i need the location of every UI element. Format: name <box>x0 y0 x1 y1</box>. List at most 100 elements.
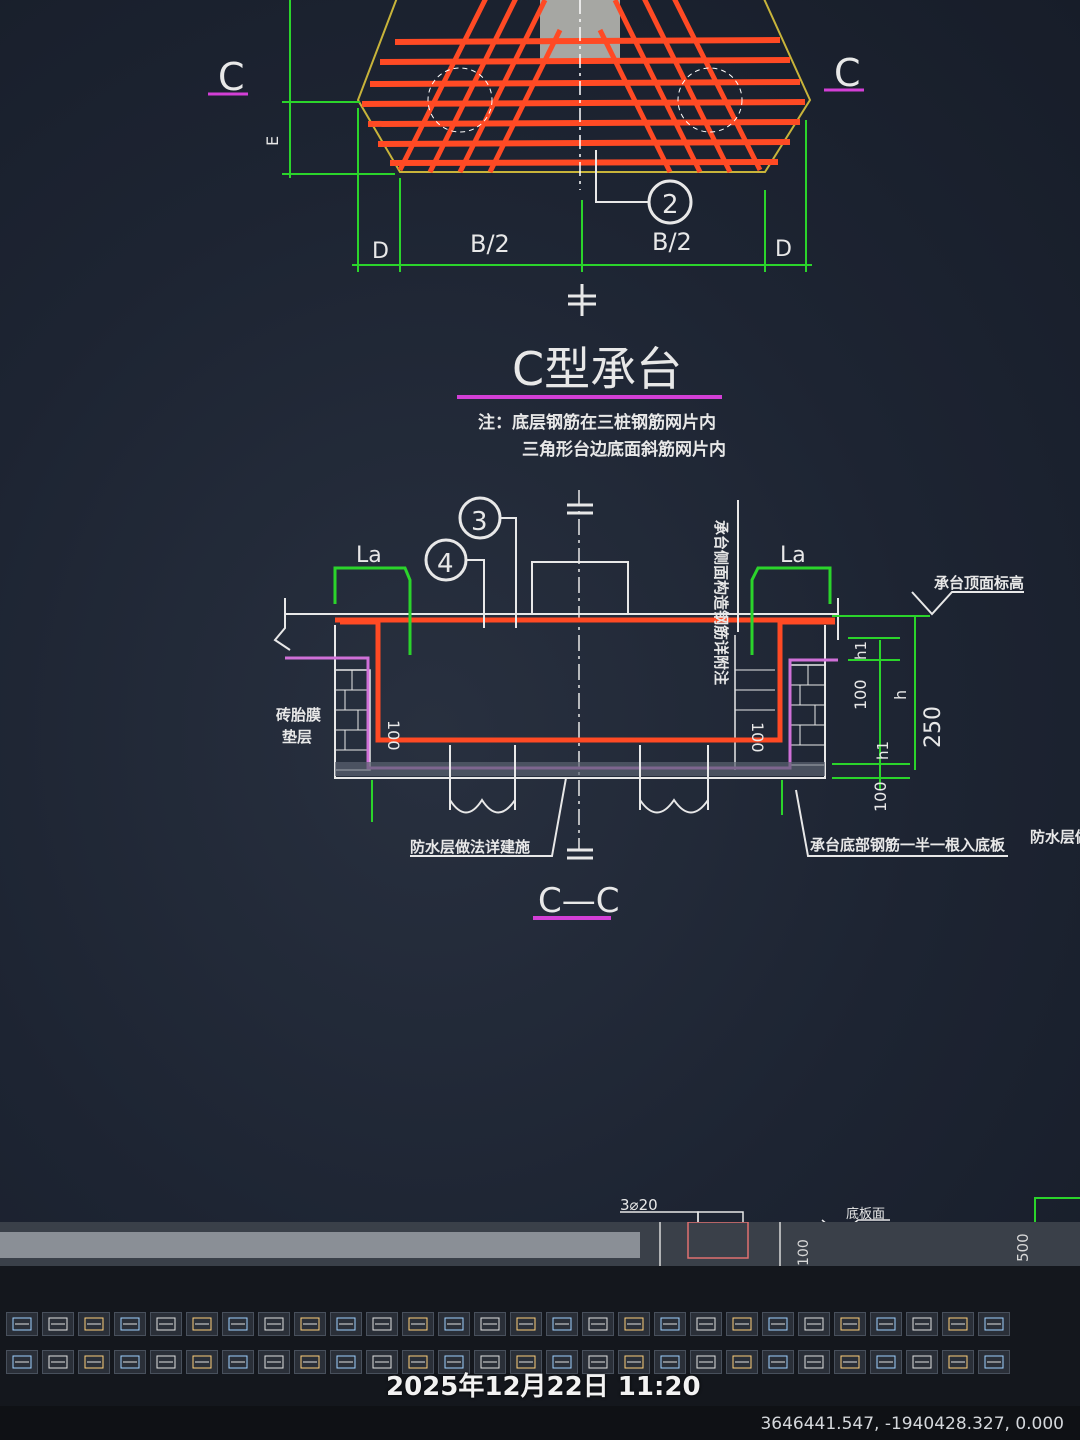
toolbar-x-icon[interactable] <box>114 1350 146 1374</box>
toolbar-copy-icon[interactable] <box>834 1312 866 1336</box>
toolbar-array-icon[interactable] <box>582 1312 614 1336</box>
diagonal-rebars <box>397 0 763 174</box>
toolbar-move-icon[interactable] <box>798 1312 830 1336</box>
note-line-1: 注：底层钢筋在三桩钢筋网片内 <box>478 412 716 433</box>
toolbar-stair-icon[interactable] <box>726 1350 758 1374</box>
toolbar-row-1 <box>6 1312 1010 1336</box>
toolbar-rect-icon[interactable] <box>78 1312 110 1336</box>
toolbar-info-icon[interactable] <box>6 1350 38 1374</box>
toolbar-scale-icon[interactable] <box>510 1312 542 1336</box>
plan-dimensions <box>282 0 812 272</box>
dim-b2-right: B/2 <box>652 228 692 256</box>
left-wall-label-2: 垫层 <box>282 728 312 746</box>
top-elev-label: 承台顶面标高 <box>934 574 1024 592</box>
svg-text:3⌀20: 3⌀20 <box>620 1196 658 1214</box>
toolbar-trim-icon[interactable] <box>870 1312 902 1336</box>
toolbar-layer-icon[interactable] <box>762 1312 794 1336</box>
la-left: La <box>356 543 382 568</box>
toolbar-tbl-icon[interactable] <box>222 1350 254 1374</box>
section-dimensions <box>832 615 930 790</box>
toolbar-dim2-icon[interactable] <box>438 1312 470 1336</box>
toolbar-bnd-icon[interactable] <box>978 1312 1010 1336</box>
vertical-note: 承台侧面构造钢筋详附注 <box>712 520 730 685</box>
toolbar-cap-icon[interactable] <box>690 1350 722 1374</box>
toolbar-calc-icon[interactable] <box>870 1350 902 1374</box>
toolbar-ins-icon[interactable] <box>330 1350 362 1374</box>
dim-d-left: D <box>372 239 389 264</box>
toolbar-dim-icon[interactable] <box>294 1312 326 1336</box>
toolbar-fillet-icon[interactable] <box>942 1312 974 1336</box>
toolbar-sect-icon[interactable] <box>798 1350 830 1374</box>
toolbar-xref-icon[interactable] <box>402 1312 434 1336</box>
dim-250: 250 <box>921 706 946 748</box>
toolbar-beam-icon[interactable] <box>510 1350 542 1374</box>
toolbar-frac-icon[interactable] <box>42 1350 74 1374</box>
toolbar-arc-icon[interactable] <box>150 1312 182 1336</box>
cad-toolbar <box>0 1266 1080 1406</box>
toolbar-wall-icon[interactable] <box>582 1350 614 1374</box>
dim-h1-top: h1 <box>852 641 870 660</box>
toolbar-fx-icon[interactable] <box>150 1350 182 1374</box>
piles <box>449 745 709 814</box>
toolbar-ls-icon[interactable] <box>906 1350 938 1374</box>
dim-100-lower: 100 <box>871 781 890 812</box>
dim-h: h <box>891 690 910 700</box>
toolbar-pile-icon[interactable] <box>618 1350 650 1374</box>
toolbar-elev-icon[interactable] <box>834 1350 866 1374</box>
dim-100-left: 100 <box>384 720 403 751</box>
scrollbar-thumb[interactable] <box>0 1232 640 1258</box>
svg-text:100: 100 <box>796 1239 812 1266</box>
toolbar-slab-icon[interactable] <box>546 1350 578 1374</box>
scroll-area-drawing-remnant: 500 100 <box>659 1222 1032 1266</box>
dim-e-label: E <box>263 136 282 146</box>
svg-text:C: C <box>218 55 245 99</box>
toolbar-T-icon[interactable] <box>258 1350 290 1374</box>
toolbar-extend-icon[interactable] <box>906 1312 938 1336</box>
brick-wall-left <box>334 669 371 771</box>
toolbar-img2-icon[interactable] <box>402 1350 434 1374</box>
horizontal-scrollbar[interactable]: 500 100 <box>0 1222 1080 1266</box>
svg-text:底板面: 底板面 <box>846 1206 885 1222</box>
toolbar-img3-icon[interactable] <box>438 1350 470 1374</box>
far-right-label: 防水层做法 <box>1030 828 1080 846</box>
section-cc: 100 100 La La 3 4 承台侧面构造钢筋详附注 承台顶面标高 h1 … <box>273 490 1080 860</box>
cad-drawing-canvas[interactable]: C C E D B/2 B/2 D 2 C型承台 注：底层钢筋在三桩钢筋网片内 … <box>0 0 1080 1225</box>
toolbar-line-icon[interactable] <box>6 1312 38 1336</box>
toolbar-blk-icon[interactable] <box>258 1312 290 1336</box>
photo-timestamp: 2025年12月22日 11:20 <box>386 1372 701 1402</box>
break-mark-top <box>568 284 596 316</box>
cursor-coordinates: 3646441.547, -1940428.327, 0.000 <box>760 1414 1064 1434</box>
toolbar-col-icon[interactable] <box>474 1350 506 1374</box>
toolbar-pline-icon[interactable] <box>42 1312 74 1336</box>
toolbar-foot-icon[interactable] <box>654 1350 686 1374</box>
section-title: C—C <box>538 881 619 921</box>
toolbar-prop-icon[interactable] <box>690 1312 722 1336</box>
toolbar-txt-icon[interactable] <box>186 1350 218 1374</box>
status-bar: 3646441.547, -1940428.327, 0.000 <box>0 1406 1080 1440</box>
toolbar-row-2 <box>6 1350 1010 1374</box>
toolbar-ramp-icon[interactable] <box>762 1350 794 1374</box>
plan-title: C型承台 <box>512 342 682 396</box>
toolbar-table-icon[interactable] <box>546 1312 578 1336</box>
toolbar-rot-icon[interactable] <box>294 1350 326 1374</box>
horizontal-rebars <box>361 37 806 166</box>
toolbar-list-icon[interactable] <box>654 1312 686 1336</box>
partial-drawing-bottom: 3⌀20 底板面 <box>620 1196 1080 1225</box>
dim-h1-bottom: h1 <box>874 741 892 760</box>
toolbar-grd-icon[interactable] <box>978 1350 1010 1374</box>
toolbar-hatch-icon[interactable] <box>114 1312 146 1336</box>
toolbar-mirror-icon[interactable] <box>474 1312 506 1336</box>
toolbar-match-icon[interactable] <box>726 1312 758 1336</box>
toolbar-ext-icon[interactable] <box>942 1350 974 1374</box>
toolbar-table2-icon[interactable] <box>78 1350 110 1374</box>
toolbar-sep-icon[interactable] <box>186 1312 218 1336</box>
toolbar-text-icon[interactable] <box>222 1312 254 1336</box>
svg-text:C: C <box>834 51 861 95</box>
toolbar-img-icon[interactable] <box>366 1312 398 1336</box>
waterproof-label: 防水层做法详建施 <box>410 838 530 856</box>
toolbar-grid-icon[interactable] <box>330 1312 362 1336</box>
toolbar-ins2-icon[interactable] <box>366 1350 398 1374</box>
svg-text:500: 500 <box>1014 1233 1032 1262</box>
note-line-2: 三角形台边底面斜筋网片内 <box>522 439 726 460</box>
toolbar-offset-icon[interactable] <box>618 1312 650 1336</box>
